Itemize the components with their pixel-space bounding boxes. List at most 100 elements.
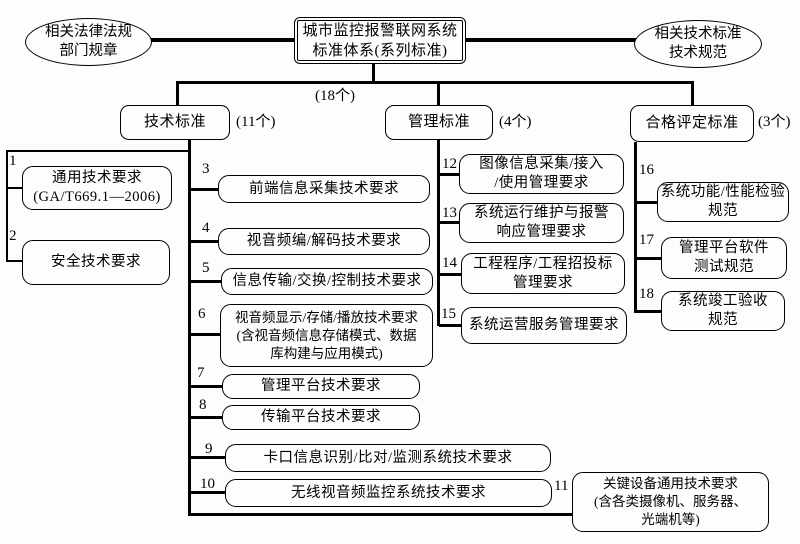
item-11-line1: 关键设备通用技术要求 — [603, 476, 738, 491]
spine-conformity — [634, 142, 637, 313]
connector-right-ellipse — [464, 38, 637, 42]
ellipse-standards-line2: 技术规范 — [669, 45, 727, 61]
tick-item-6 — [190, 333, 220, 336]
item-17-line1: 管理平台软件 — [679, 240, 769, 256]
item-number-7: 7 — [197, 365, 205, 381]
item-13-line2: 响应管理要求 — [496, 224, 587, 240]
branch-management-count: (4个) — [499, 114, 532, 130]
root-box-inner: 城市监控报警联网系统 标准体系(系列标准) — [297, 20, 463, 61]
root-title-line2: 标准体系(系列标准) — [312, 42, 448, 59]
tick-item-14 — [439, 273, 461, 276]
connector-left-ellipse — [149, 38, 296, 42]
ellipse-related-standards: 相关技术标准 技术规范 — [634, 20, 762, 68]
item-1-line1: 通用技术要求 — [52, 170, 142, 186]
tick-item-5 — [190, 280, 221, 283]
item-10-line1: 无线视音频监控系统技术要求 — [291, 484, 486, 501]
branch-technical-label: 技术标准 — [143, 114, 206, 130]
tick-item-18 — [636, 310, 661, 313]
connector-bottom-to-11 — [188, 513, 574, 516]
item-6-line2: (含视音频信息存储模式、数据 — [236, 327, 417, 343]
root-title-line1: 城市监控报警联网系统 — [302, 22, 458, 39]
tick-item-9 — [190, 456, 225, 459]
tick-item-7 — [190, 385, 222, 388]
item-number-1: 1 — [9, 153, 17, 169]
item-box-11: 关键设备通用技术要求 (含各类摄像机、服务器、 光端机等) — [572, 472, 769, 532]
ellipse-standards-line1: 相关技术标准 — [654, 26, 742, 42]
bracket-vertical-items-1-2 — [6, 150, 8, 262]
tick-item-2 — [6, 260, 22, 262]
item-4-line1: 视音频编/解码技术要求 — [246, 233, 402, 249]
item-number-5: 5 — [202, 260, 210, 276]
item-box-12: 图像信息采集/接入 /使用管理要求 — [459, 154, 624, 194]
bracket-top-items-1-2 — [6, 150, 190, 152]
item-number-4: 4 — [202, 220, 210, 236]
item-11-line2: (含各类摄像机、服务器、 — [594, 494, 747, 509]
branch-management-label: 管理标准 — [407, 114, 470, 130]
total-count-label: (18个) — [315, 88, 355, 104]
item-12-line2: /使用管理要求 — [494, 175, 589, 191]
connector-root-drop — [372, 63, 375, 82]
item-number-14: 14 — [442, 255, 457, 271]
item-box-7: 管理平台技术要求 — [222, 374, 420, 399]
item-box-6: 视音频显示/存储/播放技术要求 (含视音频信息存储模式、数据 库构建与应用模式) — [220, 304, 433, 367]
tick-item-13 — [439, 221, 459, 224]
item-box-17: 管理平台软件 测试规范 — [661, 237, 787, 279]
item-number-6: 6 — [198, 306, 206, 322]
item-number-12: 12 — [442, 156, 457, 172]
item-18-line1: 系统竣工验收 — [678, 293, 768, 309]
item-number-2: 2 — [9, 228, 17, 244]
branch-box-management: 管理标准 — [385, 105, 493, 140]
item-box-18: 系统竣工验收 规范 — [661, 291, 785, 331]
item-2-line1: 安全技术要求 — [51, 254, 141, 270]
item-box-4: 视音频编/解码技术要求 — [218, 228, 430, 255]
item-number-17: 17 — [639, 232, 654, 248]
item-8-line1: 传输平台技术要求 — [261, 409, 381, 425]
item-9-line1: 卡口信息识别/比对/监测系统技术要求 — [263, 449, 513, 466]
ellipse-laws-line1: 相关法律法规 — [45, 24, 132, 40]
connector-drop-conformity — [691, 81, 694, 107]
item-box-15: 系统运营服务管理要求 — [461, 307, 627, 344]
item-12-line1: 图像信息采集/接入 — [479, 156, 604, 172]
tick-item-8 — [190, 416, 222, 419]
spine-management — [437, 140, 440, 326]
item-16-line1: 系统功能/性能检验 — [660, 184, 786, 200]
item-13-line1: 系统运行维护与报警 — [474, 205, 609, 221]
item-number-3: 3 — [202, 161, 210, 177]
item-17-line2: 测试规范 — [694, 259, 754, 275]
item-box-14: 工程程序/工程招投标 管理要求 — [461, 253, 625, 294]
tick-item-16 — [636, 201, 657, 204]
ellipse-laws-line2: 部门规章 — [59, 43, 118, 59]
item-number-16: 16 — [639, 162, 654, 178]
item-11-line3: 光端机等) — [641, 512, 700, 527]
ellipse-laws-regulations: 相关法律法规 部门规章 — [25, 18, 152, 66]
tick-item-15 — [439, 324, 461, 327]
item-box-9: 卡口信息识别/比对/监测系统技术要求 — [225, 444, 551, 472]
item-15-line1: 系统运营服务管理要求 — [469, 317, 619, 333]
tick-item-4 — [190, 240, 218, 243]
item-box-8: 传输平台技术要求 — [222, 405, 420, 430]
item-number-15: 15 — [441, 306, 456, 322]
branch-box-conformity: 合格评定标准 — [630, 105, 754, 142]
item-box-13: 系统运行维护与报警 响应管理要求 — [459, 203, 624, 243]
item-number-13: 13 — [442, 205, 457, 221]
branch-box-technical: 技术标准 — [120, 105, 230, 140]
item-1-line2: (GA/T669.1—2006) — [33, 189, 161, 205]
item-number-10: 10 — [200, 476, 215, 492]
item-5-line1: 信息传输/交换/控制技术要求 — [232, 273, 422, 289]
tick-item-12 — [439, 173, 459, 176]
item-16-line2: 规范 — [708, 203, 738, 219]
item-box-1: 通用技术要求 (GA/T669.1—2006) — [22, 166, 172, 210]
item-14-line1: 工程程序/工程招投标 — [473, 255, 613, 272]
item-box-10: 无线视音频监控系统技术要求 — [225, 479, 552, 507]
item-box-3: 前端信息采集技术要求 — [218, 175, 430, 203]
item-6-line3: 库构建与应用模式) — [270, 345, 383, 361]
branch-conformity-count: (3个) — [758, 114, 791, 130]
item-6-line1: 视音频显示/存储/播放技术要求 — [234, 309, 418, 325]
item-number-9: 9 — [205, 441, 213, 457]
item-box-16: 系统功能/性能检验 规范 — [657, 182, 789, 222]
item-number-11: 11 — [554, 478, 569, 494]
tick-item-1 — [6, 187, 22, 189]
item-14-line2: 管理要求 — [513, 274, 573, 291]
branch-conformity-label: 合格评定标准 — [645, 115, 739, 131]
